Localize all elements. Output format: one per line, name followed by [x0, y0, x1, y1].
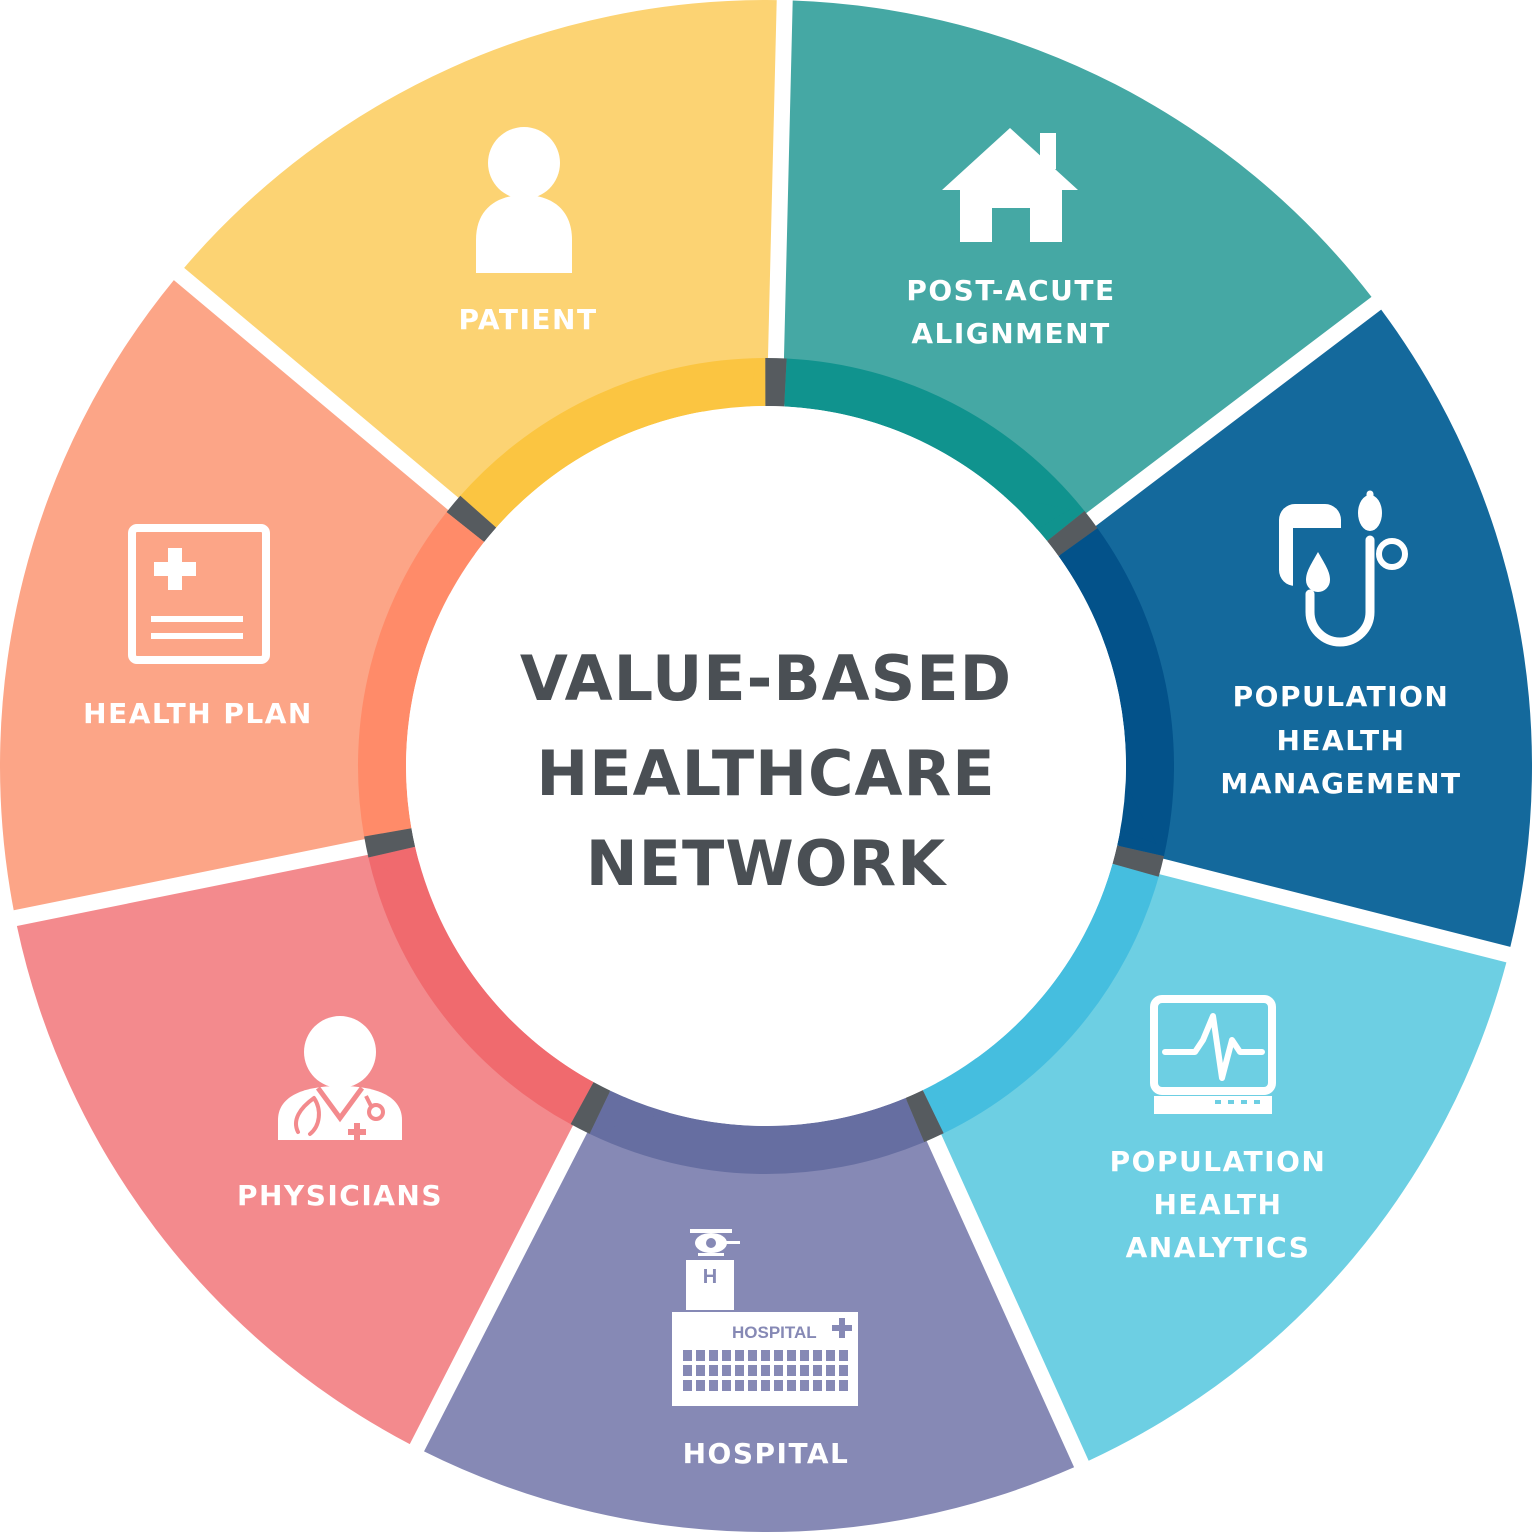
- hospital-window: [774, 1350, 783, 1361]
- hospital-window: [748, 1350, 757, 1361]
- label-pop-mgmt-line-2: HEALTH: [1277, 724, 1406, 757]
- hospital-window: [683, 1380, 692, 1391]
- label-pop-analytics-line-1: POPULATION: [1110, 1145, 1327, 1178]
- hospital-window: [813, 1350, 822, 1361]
- doctor-icon: [278, 1016, 402, 1141]
- ring-arrow: [1000, 495, 1071, 531]
- hospital-window: [826, 1350, 835, 1361]
- ring-divider: [570, 1082, 611, 1134]
- center-circle: [406, 406, 1126, 1126]
- hospital-window: [709, 1380, 718, 1391]
- hospital-window: [722, 1380, 731, 1391]
- ring-arc-pop-analytics: [922, 863, 1159, 1134]
- ring-divider: [905, 1090, 944, 1143]
- blood-pressure-monitor-icon: [1279, 490, 1408, 647]
- hospital-window: [826, 1365, 835, 1376]
- hospital-window: [722, 1350, 731, 1361]
- hospital-window: [683, 1365, 692, 1376]
- hospital-window: [761, 1350, 770, 1361]
- ring-arc-hospital: [589, 1090, 925, 1174]
- hospital-window: [800, 1380, 809, 1391]
- label-health-plan: HEALTH PLAN: [83, 697, 313, 730]
- center-title-line-1: VALUE-BASED: [520, 642, 1012, 715]
- ring-arrow: [603, 1095, 673, 1130]
- ring-arrow: [448, 526, 477, 599]
- ring-divider: [765, 358, 787, 407]
- hospital-tower-letter: H: [703, 1266, 717, 1288]
- medical-card-icon: [128, 524, 270, 664]
- center-title: VALUE-BASED HEALTHCARE NETWORK: [520, 642, 1012, 900]
- hospital-sign-text: HOSPITAL: [732, 1323, 817, 1342]
- hospital-window: [787, 1365, 796, 1376]
- ring-arc-health-plan: [357, 512, 485, 837]
- hospital-window: [735, 1350, 744, 1361]
- hospital-window: [787, 1380, 796, 1391]
- hospital-window: [683, 1350, 692, 1361]
- hospital-window: [761, 1365, 770, 1376]
- ring-divider: [446, 495, 497, 543]
- label-patient: PATIENT: [458, 303, 597, 336]
- label-physicians: PHYSICIANS: [237, 1179, 443, 1212]
- hospital-window: [696, 1350, 705, 1361]
- center-title-line-3: NETWORK: [586, 827, 947, 900]
- ring-arc-patient: [460, 358, 766, 528]
- label-post-acute-line-2: ALIGNMENT: [911, 317, 1110, 350]
- ring-divider: [1112, 845, 1164, 877]
- hospital-window: [709, 1365, 718, 1376]
- segment-labels: PATIENT POST-ACUTE ALIGNMENT POPULATION …: [83, 274, 1461, 1470]
- hospital-window: [813, 1380, 822, 1391]
- hospital-window: [748, 1380, 757, 1391]
- ring-arc-post-acute: [784, 358, 1085, 542]
- ring-divider: [364, 828, 416, 858]
- hospital-window: [800, 1350, 809, 1361]
- hospital-windows: [683, 1350, 848, 1391]
- label-pop-analytics-line-3: ANALYTICS: [1126, 1231, 1311, 1264]
- hospital-window: [696, 1380, 705, 1391]
- hospital-window: [839, 1365, 848, 1376]
- hospital-window: [774, 1380, 783, 1391]
- hospital-window: [813, 1365, 822, 1376]
- person-icon: [476, 127, 572, 273]
- label-post-acute-line-1: POST-ACUTE: [906, 274, 1115, 307]
- hospital-window: [709, 1350, 718, 1361]
- hospital-window: [774, 1365, 783, 1376]
- ring-arrow: [700, 368, 755, 415]
- heart-rate-monitor-icon: [1150, 995, 1276, 1114]
- label-pop-analytics-line-2: HEALTH: [1154, 1188, 1283, 1221]
- ring-divider: [1047, 511, 1098, 557]
- hospital-window: [748, 1365, 757, 1376]
- center-title-line-2: HEALTHCARE: [536, 737, 995, 810]
- segment-hospital: [424, 1091, 1075, 1532]
- ring-arrow: [1118, 780, 1157, 844]
- hospital-window: [800, 1365, 809, 1376]
- house-icon: [942, 128, 1078, 242]
- label-pop-mgmt-line-3: MANAGEMENT: [1220, 767, 1461, 800]
- hospital-window: [761, 1380, 770, 1391]
- ring-arc-physicians: [368, 846, 594, 1125]
- segment-pop-mgmt: [1059, 309, 1532, 947]
- hospital-window: [696, 1365, 705, 1376]
- label-hospital: HOSPITAL: [683, 1437, 850, 1470]
- hospital-window: [735, 1365, 744, 1376]
- hospital-window: [839, 1380, 848, 1391]
- hospital-window: [735, 1380, 744, 1391]
- inner-ring: [357, 358, 1175, 1174]
- hospital-window: [826, 1380, 835, 1391]
- ring-arc-pop-mgmt: [1058, 528, 1175, 857]
- label-pop-mgmt-line-1: POPULATION: [1233, 680, 1450, 713]
- hospital-window: [787, 1350, 796, 1361]
- hospital-building-icon: H HOSPITAL: [672, 1229, 858, 1406]
- ring-arrow: [935, 1054, 979, 1120]
- hospital-window: [839, 1350, 848, 1361]
- hospital-window: [722, 1365, 731, 1376]
